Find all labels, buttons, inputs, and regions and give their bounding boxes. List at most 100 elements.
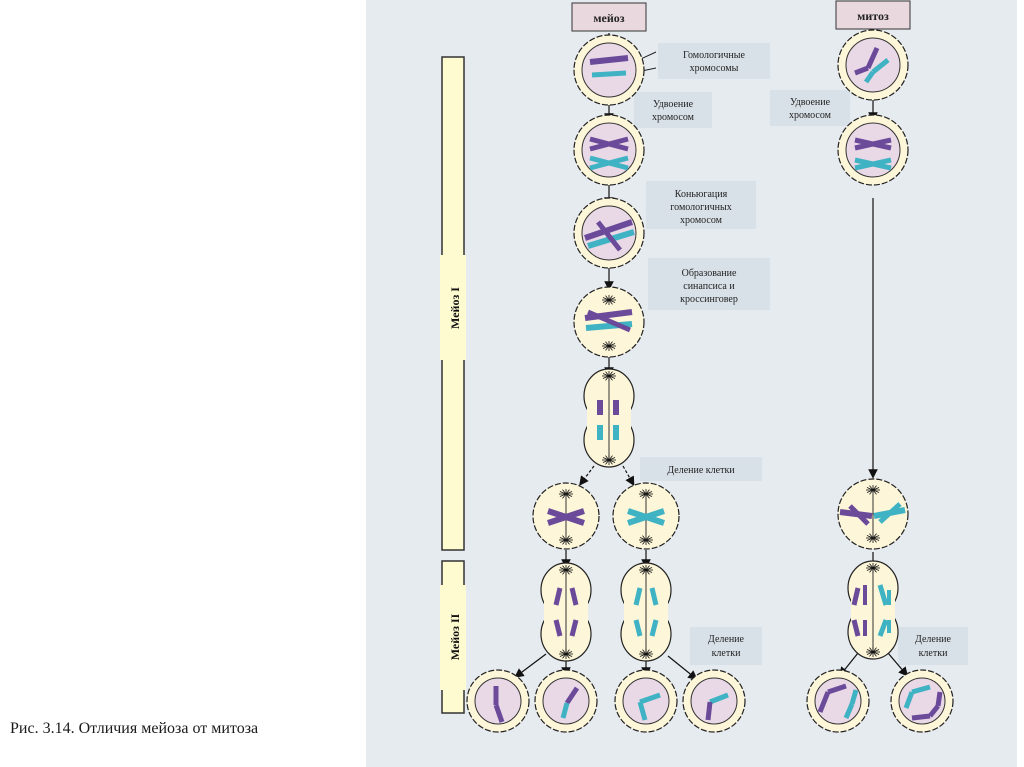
chromosome [627,508,665,526]
label-conjugation: Коньюгация гомологичных хромосом [646,181,756,229]
chromosome [560,702,570,719]
svg-text:хромосом: хромосом [652,112,695,123]
mitosis-header-label: митоз [857,9,889,23]
chromosome [709,692,729,705]
cell-anaphase-1 [583,368,635,468]
chromosome [591,70,627,78]
chromosome [589,55,629,65]
mitosis-daughter-cell-1 [806,669,870,733]
svg-text:гомологичных: гомологичных [670,202,731,213]
chromosome [639,692,661,705]
cell-metaphase-2-left [532,482,600,550]
chromosome [633,619,643,637]
chromosome [569,619,579,637]
cell-conjugation [573,197,645,269]
cell-synapsis [573,286,645,358]
meiosis-header-label: мейоз [593,11,624,25]
chromosome [705,701,713,721]
svg-text:клетки: клетки [712,648,742,659]
daughter-cell-1 [466,669,530,733]
chromosome [564,686,580,705]
phase-bar-meiosis-1-label: Мейоз I [448,287,462,329]
chromosome [903,691,915,709]
chromosome [935,691,943,707]
mitosis-cell-anaphase [847,560,899,660]
cell-metaphase-2-right [612,482,680,550]
label-duplication-meiosis: Удвоение хромосом [634,92,712,128]
chromosome [493,704,505,723]
meiosis-header: мейоз [571,2,647,32]
chromosome [877,619,889,637]
svg-text:синапсиса и: синапсиса и [683,281,735,292]
chromosome [569,587,579,606]
daughter-cell-4 [682,669,746,733]
mitosis-daughter-cell-2 [890,669,954,733]
chromosome [849,689,859,705]
figure-caption: Рис. 3.14. Отличия мейоза от митоза [10,720,259,737]
svg-text:клетки: клетки [919,648,949,659]
cell-anaphase-2-right [620,562,672,662]
chromosome [547,508,585,526]
label-homologous: Гомологичные хромосомы [658,43,770,79]
chromosome [637,701,648,721]
svg-text:Деление: Деление [708,634,745,645]
chromosome [596,220,622,252]
svg-text:хромосом: хромосом [680,215,723,226]
phase-bar-meiosis-1: Мейоз I [440,56,466,551]
svg-text:Образование: Образование [682,268,737,279]
svg-text:Удвоение: Удвоение [653,99,694,110]
cells-group [466,29,954,733]
label-division-1: Деление клетки [640,457,762,481]
daughter-cell-2 [534,669,598,733]
chromosome [589,136,629,152]
label-duplication-mitosis: Удвоение хромосом [770,90,850,126]
chromosome [854,65,869,76]
mitosis-header: митоз [835,0,911,30]
svg-text:Удвоение: Удвоение [790,97,831,108]
cell-duplicated-chromosomes [573,114,645,186]
chromosome [817,691,831,713]
chromosome [871,58,890,74]
chromosome [843,703,855,719]
label-synapsis: Образование синапсиса и кроссинговер [648,258,770,310]
svg-text:Коньюгация: Коньюгация [675,189,728,200]
mitosis-cell-duplicated [837,114,909,186]
mitosis-cell-initial [837,29,909,101]
chromosome [878,502,902,524]
chromosome [589,155,629,171]
svg-text:Гомологичные: Гомологичные [683,50,745,61]
label-division-mitosis: Деление клетки [898,627,968,665]
chromosome [633,587,643,606]
chromosome [865,46,880,70]
chromosome [649,619,659,637]
chromosome [911,713,931,721]
phase-bar-meiosis-2: Мейоз II [440,560,466,714]
phase-bar-meiosis-2-label: Мейоз II [448,613,462,660]
chromosome [851,619,861,637]
chromosome [863,70,876,84]
chromosome [585,321,633,331]
svg-text:Деление: Деление [915,634,952,645]
chromosome [877,584,889,606]
chromosome [553,587,563,606]
chromosome [854,137,892,151]
svg-text:Деление клетки: Деление клетки [667,465,735,476]
chromosome [928,704,940,718]
chromosome [584,219,633,241]
chromosome [854,157,892,171]
svg-text:хромосом: хромосом [789,110,832,121]
chromosome [553,619,563,637]
chromosome [649,587,659,606]
label-division-2: Деление клетки [690,627,762,665]
cell-anaphase-2-left [540,562,592,662]
chromosome [827,683,847,695]
daughter-cell-3 [614,669,678,733]
chromosome [851,587,861,606]
svg-text:хромосомы: хромосомы [690,63,739,74]
mitosis-cell-metaphase [837,478,909,550]
chromosome [584,309,633,321]
chromosome [911,684,931,695]
chromosome [848,504,870,526]
cell-homologous-chromosomes [573,34,645,106]
